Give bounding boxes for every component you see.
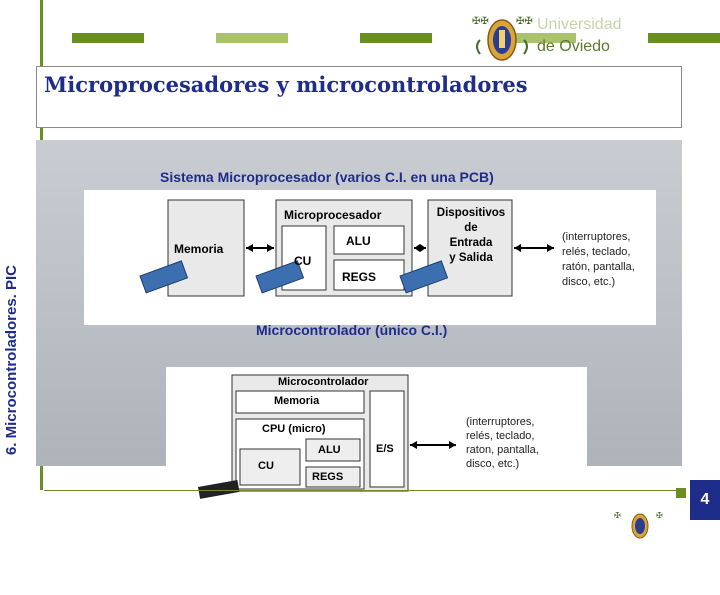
d1-ext-line3: ratón, pantalla, [562, 261, 635, 273]
university-crest-small-icon: ✠ ✠ [614, 511, 663, 539]
d1-ext-line1: (interruptores, [562, 231, 631, 243]
svg-text:✠: ✠ [614, 511, 621, 520]
university-crest-logo: ✠✠ ✠✠ [472, 16, 533, 61]
d1-io-devices: Dispositivos de Entrada y Salida [432, 206, 510, 266]
d1-external-devices: (interruptores, relés, teclado, ratón, p… [562, 230, 635, 290]
d1-io-line4: y Salida [449, 252, 493, 264]
d1-io-line2: de [464, 222, 478, 234]
bottom-green-square [676, 488, 686, 498]
d2-es: E/S [376, 443, 394, 455]
page-number: 4 [690, 480, 720, 520]
microprocessor-system-diagram: Memoria Microprocesador ALU CU REGS Disp… [84, 190, 656, 325]
d2-alu: ALU [318, 444, 341, 456]
university-line2: de Oviedo [537, 38, 610, 55]
university-line1: Universidad [537, 16, 622, 33]
title-box [36, 66, 682, 128]
section1-heading: Sistema Microprocesador (varios C.I. en … [160, 169, 494, 185]
d1-cu: CU [294, 254, 312, 268]
d2-ext-line3: raton, pantalla, [466, 444, 539, 456]
d2-cpu: CPU (micro) [262, 423, 326, 435]
d2-ext-line1: (interruptores, [466, 416, 535, 428]
university-name: Universidad de Oviedo [537, 14, 621, 58]
svg-text:✠✠: ✠✠ [516, 16, 533, 27]
d2-ext-line2: relés, teclado, [466, 430, 535, 442]
d1-ext-line2: relés, teclado, [562, 246, 631, 258]
d2-cu: CU [258, 460, 274, 472]
d2-external-devices: (interruptores, relés, teclado, raton, p… [466, 415, 539, 471]
d1-microprocessor: Microprocesador [284, 208, 382, 222]
slide-title: Microprocesadores y microcontroladores [44, 72, 528, 97]
d2-ext-line4: disco, etc.) [466, 458, 520, 470]
d1-regs: REGS [342, 270, 377, 284]
svg-text:✠✠: ✠✠ [472, 16, 489, 27]
d1-io-line3: Entrada [449, 237, 493, 249]
d2-memory: Memoria [274, 395, 320, 407]
svg-text:✠: ✠ [656, 511, 663, 520]
d1-memory: Memoria [174, 242, 224, 256]
microcontroller-diagram: Microcontrolador Memoria CPU (micro) ALU… [166, 367, 587, 510]
d2-regs: REGS [312, 471, 344, 483]
d2-microcontroller: Microcontrolador [278, 376, 369, 388]
top-decor-bar [0, 33, 720, 43]
section2-heading: Microcontrolador (único C.I.) [256, 322, 448, 338]
bottom-divider [44, 490, 686, 491]
d1-io-line1: Dispositivos [436, 207, 506, 219]
sidebar-section-title: 6. Microcontroladores. PIC [3, 264, 20, 456]
d1-alu: ALU [346, 234, 371, 248]
d1-ext-line4: disco, etc.) [562, 276, 616, 288]
